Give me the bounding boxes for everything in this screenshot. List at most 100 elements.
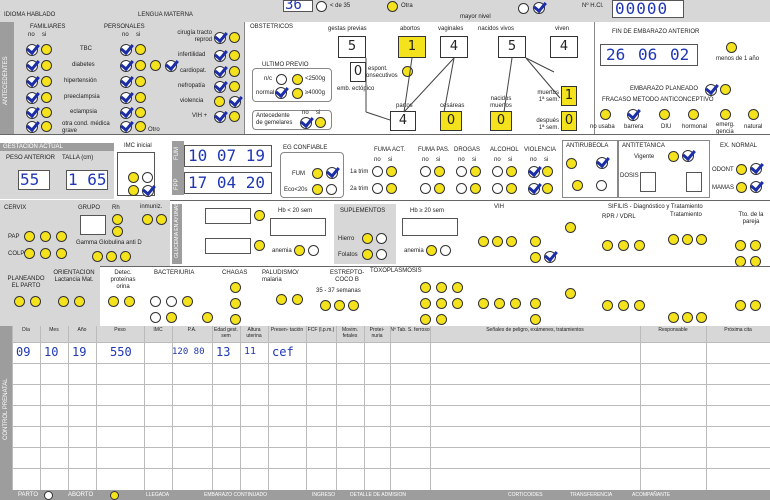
palu-a[interactable] — [276, 294, 287, 305]
hcl-box[interactable] — [612, 0, 684, 18]
pr-cardio-si[interactable] — [229, 66, 240, 77]
per-hta-si[interactable] — [135, 76, 146, 87]
hierro-no[interactable] — [362, 233, 373, 244]
consec-radio[interactable] — [402, 66, 413, 77]
dosis-1[interactable] — [640, 172, 656, 192]
gem-no-check[interactable] — [300, 117, 312, 129]
per-pre-si[interactable] — [135, 92, 146, 103]
vih-c[interactable] — [506, 236, 517, 247]
pr-viol-no[interactable] — [214, 96, 225, 107]
par2-b[interactable] — [750, 300, 761, 311]
plan-si[interactable] — [30, 296, 41, 307]
fum-box[interactable] — [184, 145, 272, 167]
mamas-no[interactable] — [736, 182, 747, 193]
menor2500-radio[interactable] — [292, 74, 303, 85]
parto-radio[interactable] — [44, 491, 53, 500]
eg-fum-no[interactable] — [312, 168, 323, 179]
inmun-b[interactable] — [156, 214, 167, 225]
normal-check[interactable] — [275, 87, 287, 99]
habit-0-1-no[interactable] — [372, 183, 383, 194]
habit-3-0-no[interactable] — [492, 166, 503, 177]
talla-box[interactable] — [66, 170, 108, 190]
per-diab-ii[interactable] — [150, 60, 161, 71]
vih-d[interactable] — [530, 236, 541, 247]
per-otra-check[interactable] — [120, 121, 132, 133]
alfa-si-check[interactable] — [533, 2, 545, 14]
toxo-h[interactable] — [436, 314, 447, 325]
hb20-no[interactable] — [294, 245, 305, 256]
rubeola-a[interactable] — [566, 158, 577, 169]
vih-b[interactable] — [492, 236, 503, 247]
rubeola-d[interactable] — [596, 180, 607, 191]
chagas-b[interactable] — [230, 298, 241, 309]
habit-1-0-no[interactable] — [420, 166, 431, 177]
fam-pre-check[interactable] — [26, 92, 38, 104]
vaginales-box[interactable]: 4 — [440, 36, 468, 58]
per-diab-check[interactable] — [120, 60, 132, 72]
orient-no[interactable] — [58, 296, 69, 307]
fam-tbc-si[interactable] — [41, 44, 52, 55]
per-hta-check[interactable] — [120, 76, 132, 88]
pr-infert-si[interactable] — [229, 50, 240, 61]
dosis-2[interactable] — [686, 172, 702, 192]
met-nousaba[interactable] — [600, 109, 611, 120]
pr-nefro-si[interactable] — [229, 81, 240, 92]
rpr2-c[interactable] — [634, 300, 645, 311]
planeado-si[interactable] — [720, 84, 731, 95]
tto2-a[interactable] — [668, 312, 679, 323]
menos1-radio[interactable] — [726, 42, 737, 53]
estrep-c[interactable] — [348, 300, 359, 311]
met-emerg[interactable] — [720, 109, 731, 120]
plan-no[interactable] — [14, 296, 25, 307]
vih2-e[interactable] — [530, 314, 541, 325]
gluc-box-2[interactable] — [205, 238, 251, 254]
bact-a[interactable] — [150, 296, 161, 307]
fam-hta-si[interactable] — [41, 76, 52, 87]
muertos-1sem-box[interactable]: 1 — [561, 86, 577, 106]
bact-b[interactable] — [166, 296, 177, 307]
habit-4-0-si[interactable] — [542, 166, 553, 177]
odont-si[interactable] — [750, 163, 762, 175]
vih2-b[interactable] — [494, 298, 505, 309]
gluc-b[interactable] — [254, 240, 265, 251]
folatos-no[interactable] — [362, 249, 373, 260]
pr-vih-si[interactable] — [229, 111, 240, 122]
vih-g[interactable] — [544, 251, 556, 263]
habit-2-0-no[interactable] — [456, 166, 467, 177]
imc-c[interactable] — [128, 185, 139, 196]
habit-3-0-si[interactable] — [506, 166, 517, 177]
bact-e[interactable] — [166, 312, 177, 323]
folatos-si[interactable] — [376, 249, 387, 260]
habit-1-1-si[interactable] — [434, 183, 445, 194]
per-otra-si[interactable] — [135, 121, 146, 132]
toxo-e[interactable] — [436, 298, 447, 309]
hb20-box[interactable] — [270, 218, 326, 236]
peso-box[interactable] — [18, 170, 50, 190]
gluc-box-1[interactable] — [205, 208, 251, 224]
par-a[interactable] — [735, 240, 746, 251]
per-ecl-si[interactable] — [135, 107, 146, 118]
hb20b-no[interactable] — [426, 245, 437, 256]
mayor4000-radio[interactable] — [292, 88, 303, 99]
otra-radio[interactable] — [387, 1, 398, 12]
met-barrera[interactable] — [627, 109, 639, 121]
fam-ecl-si[interactable] — [41, 107, 52, 118]
colp-c[interactable] — [56, 248, 67, 259]
habit-0-1-si[interactable] — [386, 183, 397, 194]
pr-infert-no[interactable] — [214, 50, 226, 62]
gestas-box[interactable]: 5 — [338, 36, 366, 58]
mamas-si[interactable] — [750, 181, 762, 193]
vih2-d[interactable] — [530, 298, 541, 309]
fam-otra-check[interactable] — [26, 121, 38, 133]
pr-viol-si[interactable] — [229, 96, 241, 108]
detec-no[interactable] — [108, 296, 119, 307]
tto-c[interactable] — [696, 234, 707, 245]
gluc-a[interactable] — [254, 210, 265, 221]
habit-3-1-no[interactable] — [492, 183, 503, 194]
colp-b[interactable] — [40, 248, 51, 259]
alfa-no-radio[interactable] — [518, 3, 529, 14]
palu-b[interactable] — [292, 294, 303, 305]
vigente-si[interactable] — [682, 150, 694, 162]
nac-muertos-box[interactable]: 0 — [490, 111, 512, 131]
habit-1-1-no[interactable] — [420, 183, 431, 194]
